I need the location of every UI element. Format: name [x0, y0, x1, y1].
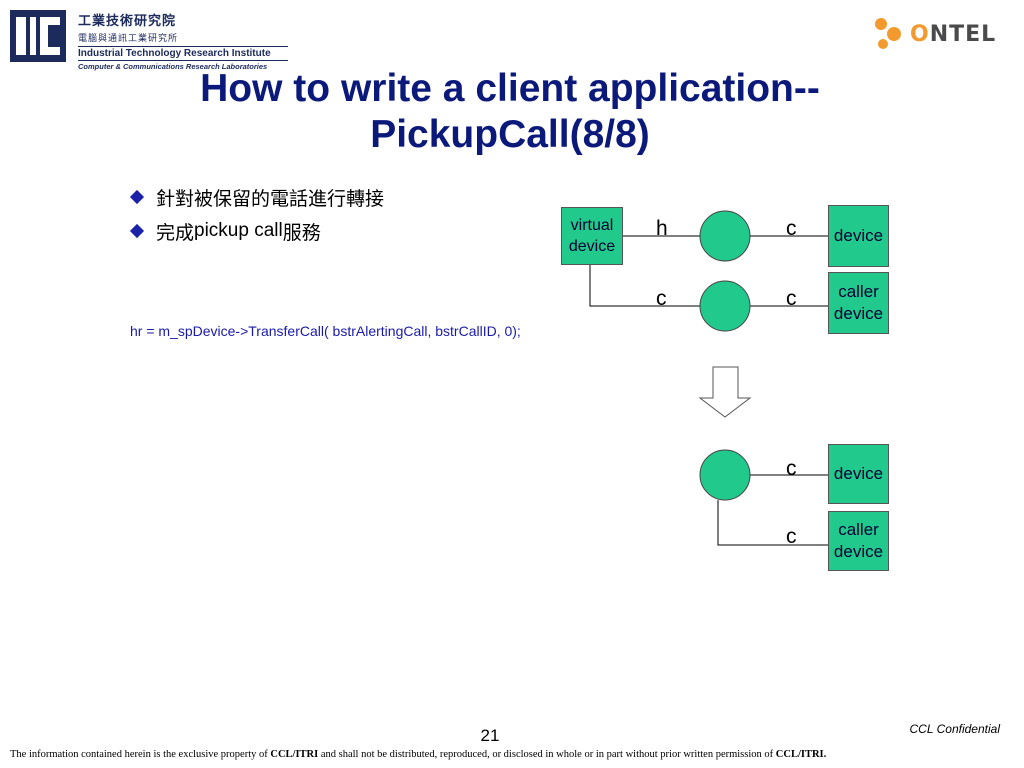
caller-device-label-1: caller: [838, 282, 879, 301]
bullet-text-latin: pickup call: [194, 220, 283, 241]
diamond-bullet-icon: [129, 189, 145, 205]
device-box-after: device: [828, 444, 889, 504]
confidential-label: CCL Confidential: [909, 722, 1001, 736]
disclaimer-owner: CCL/ITRI.: [775, 749, 827, 760]
caller-device-label-2: device: [833, 542, 884, 561]
bullet-text-zh-post: 服務: [282, 221, 321, 244]
virtual-device-label-1: virtual: [570, 217, 614, 234]
bullet-text-zh-pre: 完成: [156, 221, 195, 244]
virtual-device-box: virtual device: [561, 207, 623, 265]
ontel-logo: ONTEL: [872, 14, 1012, 54]
title-line-1: How to write a client application--: [200, 67, 820, 110]
bullet-item: 針對被保留的電話進行轉接: [129, 180, 385, 214]
ontel-dots-icon: [875, 18, 901, 49]
itri-lab-zh: 電腦與通訊工業研究所: [78, 34, 179, 44]
state-label-c: c: [786, 217, 797, 240]
caller-device-box-after: caller device: [828, 511, 889, 571]
title-line-2: PickupCall(8/8): [370, 113, 650, 156]
call-node-1: [699, 210, 751, 262]
virtual-device-label-2: device: [568, 238, 616, 255]
itri-name-block: 工業技術研究院 電腦與通訊工業研究所 Industrial Technology…: [78, 10, 288, 71]
disclaimer-owner: CCL/ITRI: [270, 749, 319, 760]
page-number: 21: [480, 726, 500, 745]
down-arrow-icon: [698, 366, 752, 418]
call-node-2: [699, 280, 751, 332]
state-label-c: c: [786, 287, 797, 310]
itri-name-zh: 工業技術研究院: [78, 14, 177, 29]
call-transfer-diagram: virtual device device caller device h c …: [540, 195, 910, 595]
state-label-c: c: [786, 525, 797, 548]
ontel-mid: N: [929, 22, 950, 47]
ontel-wordmark: ONTEL: [910, 22, 996, 47]
device-label: device: [833, 464, 884, 483]
caller-device-label-1: caller: [838, 520, 879, 539]
ontel-suffix: TEL: [949, 22, 997, 47]
state-label-h: h: [656, 217, 668, 240]
caller-device-box: caller device: [828, 272, 889, 334]
diamond-bullet-icon: [129, 223, 145, 239]
connector-virtual-to-call2: [589, 265, 700, 307]
state-label-c: c: [786, 457, 797, 480]
state-label-c: c: [656, 287, 667, 310]
itri-logo: [10, 10, 66, 62]
disclaimer-part: and shall not be distributed, reproduced…: [318, 749, 776, 760]
bullet-text: 針對被保留的電話進行轉接: [156, 187, 385, 210]
itri-lab-en: Computer & Communications Research Labor…: [78, 62, 268, 71]
connector-call3-to-caller: [717, 500, 828, 546]
caller-device-label-2: device: [833, 304, 884, 323]
disclaimer-text: The information contained herein is the …: [10, 749, 1020, 760]
device-box: device: [828, 205, 889, 267]
disclaimer-part: The information contained herein is the …: [10, 749, 271, 760]
ontel-prefix: O: [910, 22, 930, 47]
code-line: hr = m_spDevice->TransferCall( bstrAlert…: [130, 323, 521, 339]
call-node-3: [699, 449, 751, 501]
page-title: How to write a client application-- Pick…: [120, 66, 900, 158]
device-label: device: [833, 226, 884, 245]
diagram-connectors: [589, 210, 828, 546]
itri-name-en: Industrial Technology Research Institute: [78, 46, 288, 61]
